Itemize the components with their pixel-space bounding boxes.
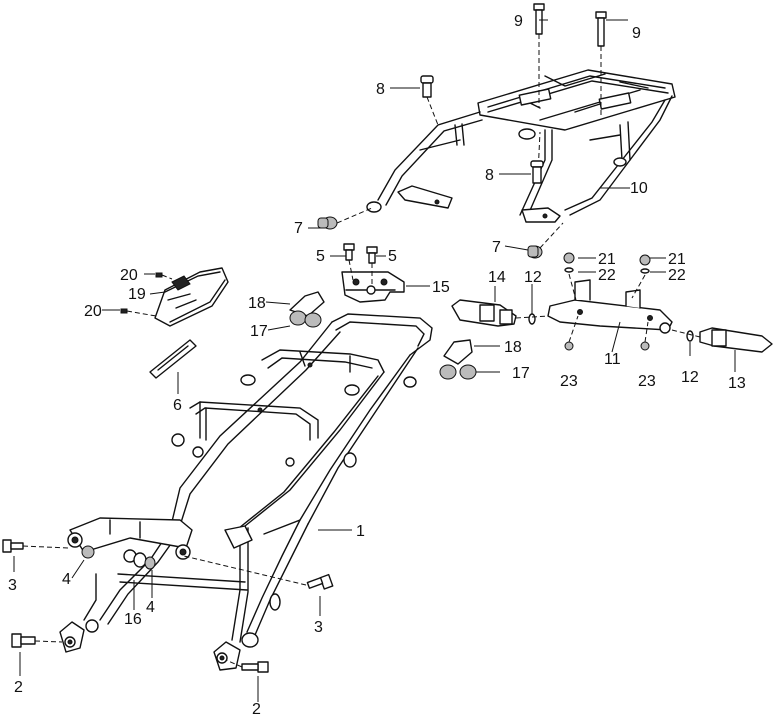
bracket-11	[547, 279, 673, 334]
bolt-3-right	[306, 573, 334, 590]
callout-20-top: 20	[120, 267, 138, 284]
callout-2-left: 2	[14, 679, 23, 696]
end-cap-7-left	[317, 216, 338, 230]
bumpers-lower	[439, 339, 477, 380]
callout-11: 11	[604, 351, 621, 368]
callout-17-lower: 17	[512, 365, 530, 382]
callout-23-right: 23	[638, 373, 656, 390]
callout-19: 19	[128, 286, 146, 303]
callout-21-right: 21	[668, 251, 686, 268]
bolt-2-right	[241, 661, 269, 673]
strap-6	[149, 339, 197, 379]
callout-4-right: 4	[146, 599, 155, 616]
callout-18-upper: 18	[248, 295, 266, 312]
end-cap-7-right	[527, 245, 543, 259]
handle-14	[451, 299, 517, 327]
callout-12-right: 12	[681, 369, 699, 386]
handle-13	[699, 327, 773, 353]
callout-18-lower: 18	[504, 339, 522, 356]
callout-16: 16	[124, 611, 142, 628]
callout-8-mid: 8	[485, 167, 494, 184]
callout-13: 13	[728, 375, 746, 392]
callout-5-left: 5	[316, 248, 325, 265]
callout-1: 1	[356, 523, 365, 540]
callout-3-left: 3	[8, 577, 17, 594]
callout-9-right: 9	[632, 25, 641, 42]
bolt-8-mid	[530, 160, 544, 184]
bolt-2-left	[11, 633, 36, 648]
bumpers-upper	[289, 291, 325, 328]
callout-21-left: 21	[598, 251, 616, 268]
toolbox-19	[154, 267, 229, 327]
bolt-9-left	[533, 3, 545, 35]
callout-12-left: 12	[524, 269, 542, 286]
bracket-15	[341, 271, 405, 303]
callout-3-right: 3	[314, 619, 323, 636]
callout-6: 6	[173, 397, 182, 414]
callout-9-left: 9	[514, 13, 523, 30]
callout-10: 10	[630, 180, 648, 197]
callout-7-right: 7	[492, 239, 501, 256]
callout-14: 14	[488, 269, 506, 286]
bolt-3-left	[2, 539, 24, 553]
bolt-9-right	[595, 11, 607, 47]
callout-7-left: 7	[294, 220, 303, 237]
callout-22-right: 22	[668, 267, 686, 284]
leader-lines	[13, 19, 736, 702]
main-frame	[59, 313, 433, 671]
callout-2-right: 2	[252, 701, 261, 717]
callout-17-upper: 17	[250, 323, 268, 340]
callout-5-right: 5	[388, 248, 397, 265]
bushings	[81, 545, 156, 570]
callout-20-bottom: 20	[84, 303, 102, 320]
callout-4-left: 4	[62, 571, 71, 588]
callout-23-left: 23	[560, 373, 578, 390]
callout-labels: 9 9 8 8 10 7 7 5 5 15 14 12 21 22 21 22 …	[8, 13, 746, 717]
rear-rack	[366, 69, 676, 223]
callout-8-top: 8	[376, 81, 385, 98]
bolt-8-top	[420, 75, 434, 98]
callout-22-left: 22	[598, 267, 616, 284]
callout-15: 15	[432, 279, 450, 296]
